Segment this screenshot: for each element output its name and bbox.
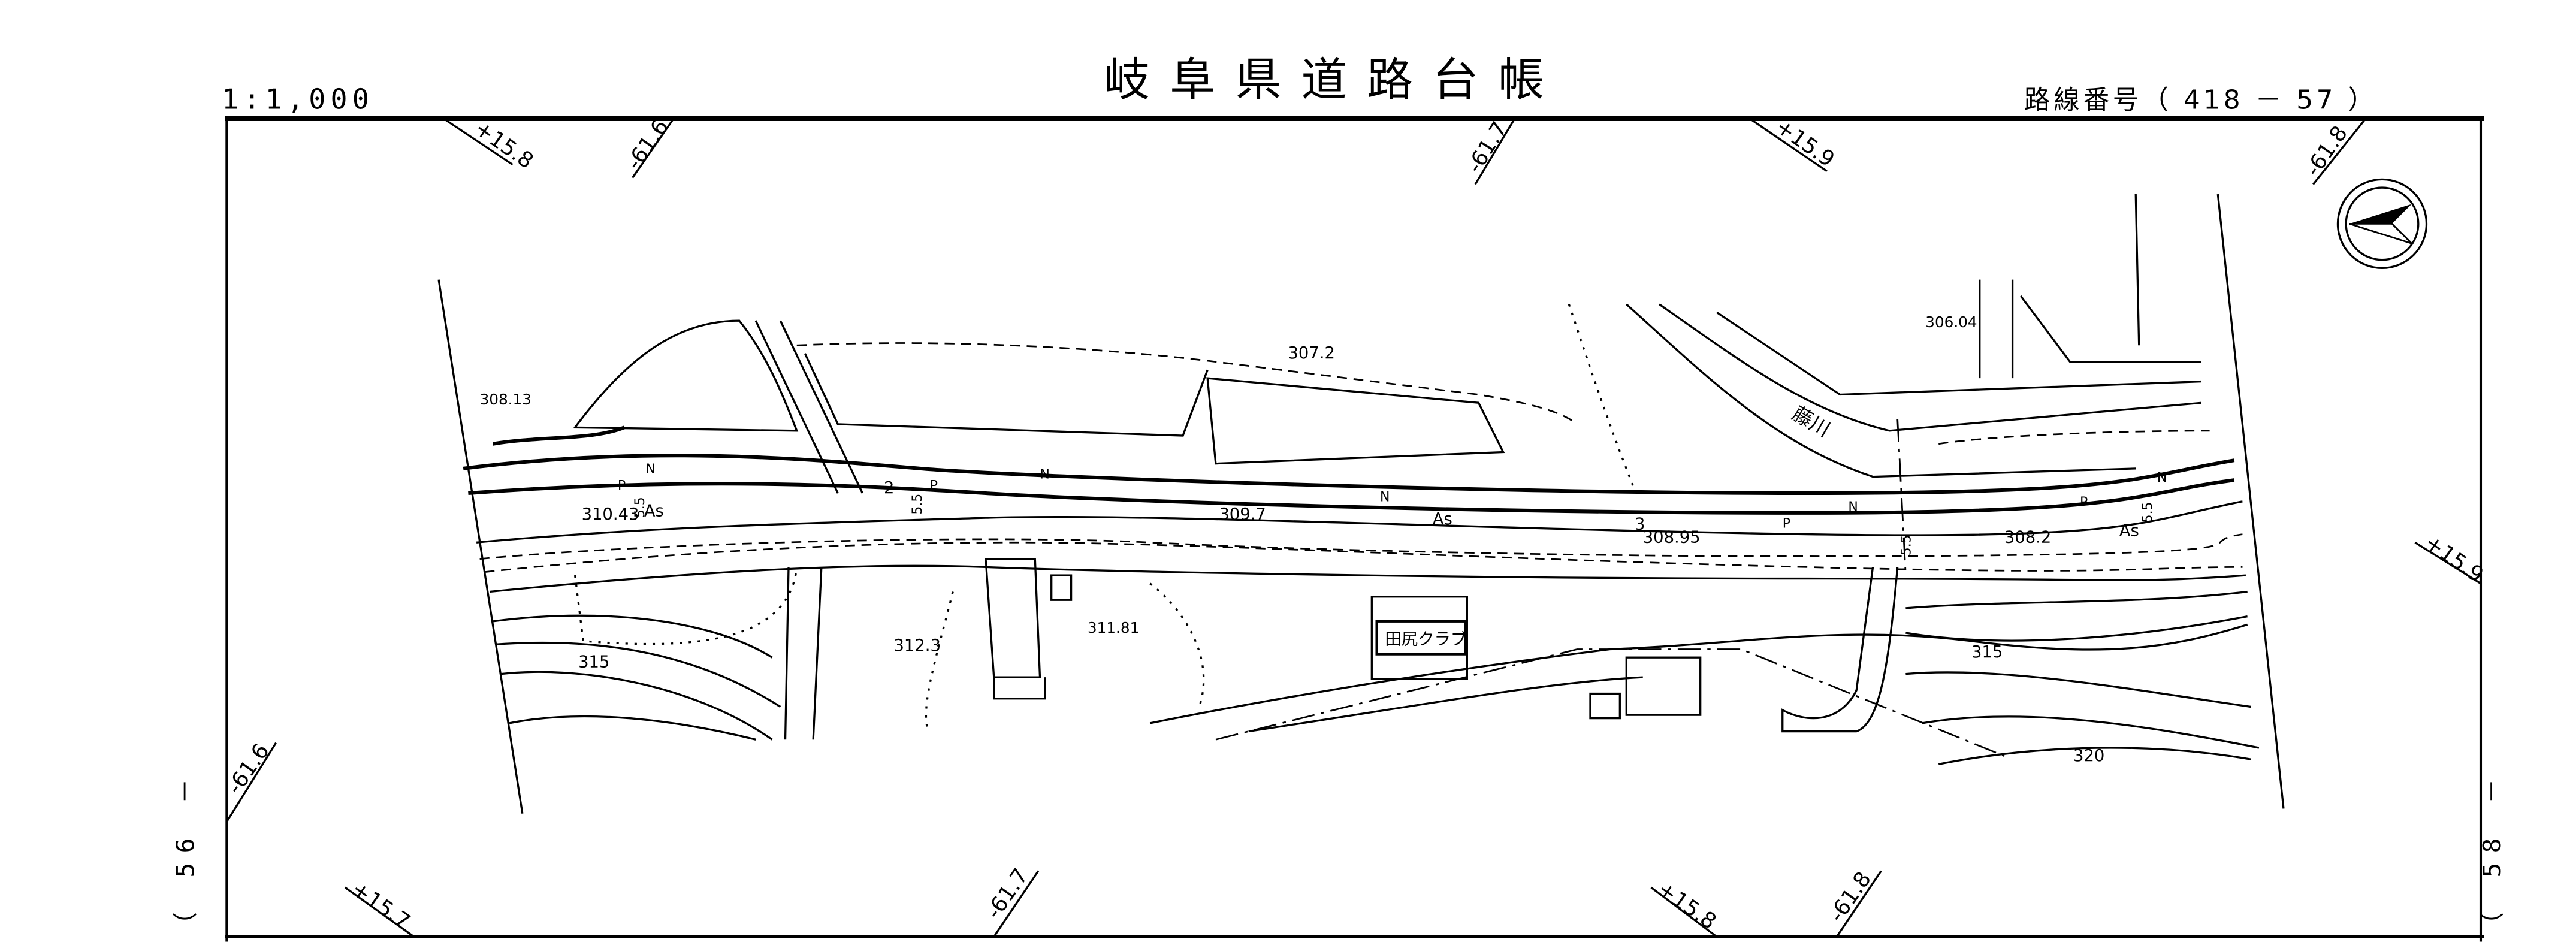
- station-marks: +15.8 -61.6 -61.7 +15.9 -61.8 +15.9 -61.…: [222, 114, 2488, 938]
- station-mark: -61.7: [1462, 117, 1512, 177]
- elevation-label: 308.13: [480, 391, 531, 408]
- elevation-label: 307.2: [1288, 344, 1335, 363]
- map-labels: 308.13 307.2 306.04 310.43 309.7 308.95 …: [480, 313, 2167, 765]
- river-label: 藤川: [1788, 401, 1834, 442]
- width-label: 5.5: [2141, 502, 2156, 523]
- contour-label: 320: [2073, 747, 2104, 765]
- route-number: 路線番号（ 418 － 57 ）: [2024, 84, 2378, 115]
- lane-number: 2: [884, 479, 894, 497]
- elevation-label: 309.7: [1219, 505, 1266, 524]
- road-mark: N: [1848, 500, 1858, 515]
- elevation-label: 311.81: [1088, 619, 1139, 636]
- station-mark: -61.8: [2301, 122, 2352, 181]
- road-mark: P: [2080, 495, 2088, 510]
- width-label: 5.5: [910, 494, 925, 515]
- lane-number: 3: [1635, 515, 1645, 533]
- station-mark: +15.9: [1771, 114, 1839, 172]
- pavement-label: As: [644, 502, 664, 520]
- station-mark: +15.8: [470, 116, 537, 174]
- width-label: 5.5: [1899, 535, 1914, 555]
- station-mark: -61.8: [1825, 867, 1876, 926]
- road-mark: N: [1380, 490, 1390, 505]
- station-mark: +15.7: [347, 877, 415, 934]
- road-mark: P: [618, 479, 626, 494]
- road-mark: P: [930, 479, 938, 494]
- contour-label: 315: [578, 653, 609, 672]
- elevation-label: 310.43: [582, 505, 639, 524]
- pavement-label: As: [1433, 510, 1452, 529]
- elevation-label: 306.04: [1925, 313, 1977, 331]
- sheet-frame: [225, 116, 2484, 942]
- road-mark: N: [645, 462, 655, 477]
- pavement-label: As: [2119, 521, 2139, 540]
- elevation-label: 308.95: [1643, 528, 1701, 547]
- page-title: 岐阜県道路台帳: [1104, 54, 1564, 107]
- station-mark: +15.9: [2420, 530, 2488, 588]
- elevation-label: 312.3: [893, 636, 940, 655]
- road-mark: N: [1040, 467, 1050, 482]
- sheet-ref-right: （ 58 －: [2478, 769, 2506, 937]
- map-drawing: [437, 194, 2285, 814]
- station-mark: -61.6: [222, 739, 274, 799]
- road-mark: N: [2157, 470, 2167, 485]
- station-mark: -61.6: [622, 115, 674, 174]
- station-mark: -61.7: [982, 864, 1033, 923]
- station-mark: +15.8: [1653, 877, 1720, 934]
- scale-label: 1:1,000: [222, 83, 374, 115]
- building-label: 田尻クラブ: [1385, 630, 1467, 648]
- north-arrow-icon: [2336, 178, 2428, 270]
- sheet-ref-left: （ 56 －: [171, 769, 200, 937]
- road-mark: P: [1783, 517, 1790, 532]
- contour-label: 315: [1971, 643, 2003, 662]
- elevation-label: 308.2: [2004, 528, 2051, 547]
- width-label: 5.5: [633, 497, 648, 518]
